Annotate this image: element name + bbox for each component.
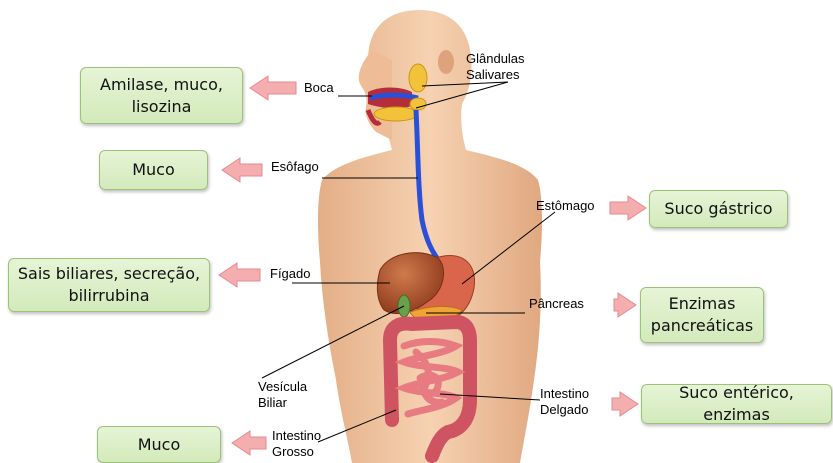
label-boca: Boca	[304, 80, 334, 96]
secretion-box-pancreas: Enzimas pancreáticas	[640, 287, 764, 343]
label-vesicula-biliar: Vesícula Biliar	[258, 379, 307, 412]
label-glandulas-salivares: Glândulas Salivares	[466, 51, 525, 84]
arrow-esofago-icon	[222, 158, 262, 182]
label-figado: Fígado	[270, 266, 310, 282]
secretion-box-figado: Sais biliares, secreção, bilirrubina	[8, 258, 210, 312]
label-pancreas: Pâncreas	[529, 296, 584, 312]
secretion-box-intestino-grosso: Muco	[97, 426, 221, 463]
label-estomago: Estômago	[536, 198, 595, 214]
secretion-box-intestino-delgado: Suco entérico, enzimas	[641, 384, 832, 424]
arrow-estomago-icon	[610, 196, 646, 220]
secretion-box-estomago: Suco gástrico	[649, 190, 788, 228]
arrow-pancreas-icon	[614, 293, 636, 317]
arrow-intestino-delgado-icon	[612, 392, 638, 416]
label-esofago: Esôfago	[271, 159, 319, 175]
arrow-figado-icon	[219, 263, 260, 287]
label-intestino-delgado: Intestino Delgado	[540, 386, 589, 419]
secretion-box-esofago: Muco	[99, 150, 208, 190]
arrow-intestino-grosso-icon	[232, 431, 266, 455]
label-intestino-grosso: Intestino Grosso	[272, 428, 321, 461]
arrow-boca-icon	[250, 76, 296, 100]
secretion-box-boca: Amilase, muco, lisozina	[80, 67, 243, 124]
